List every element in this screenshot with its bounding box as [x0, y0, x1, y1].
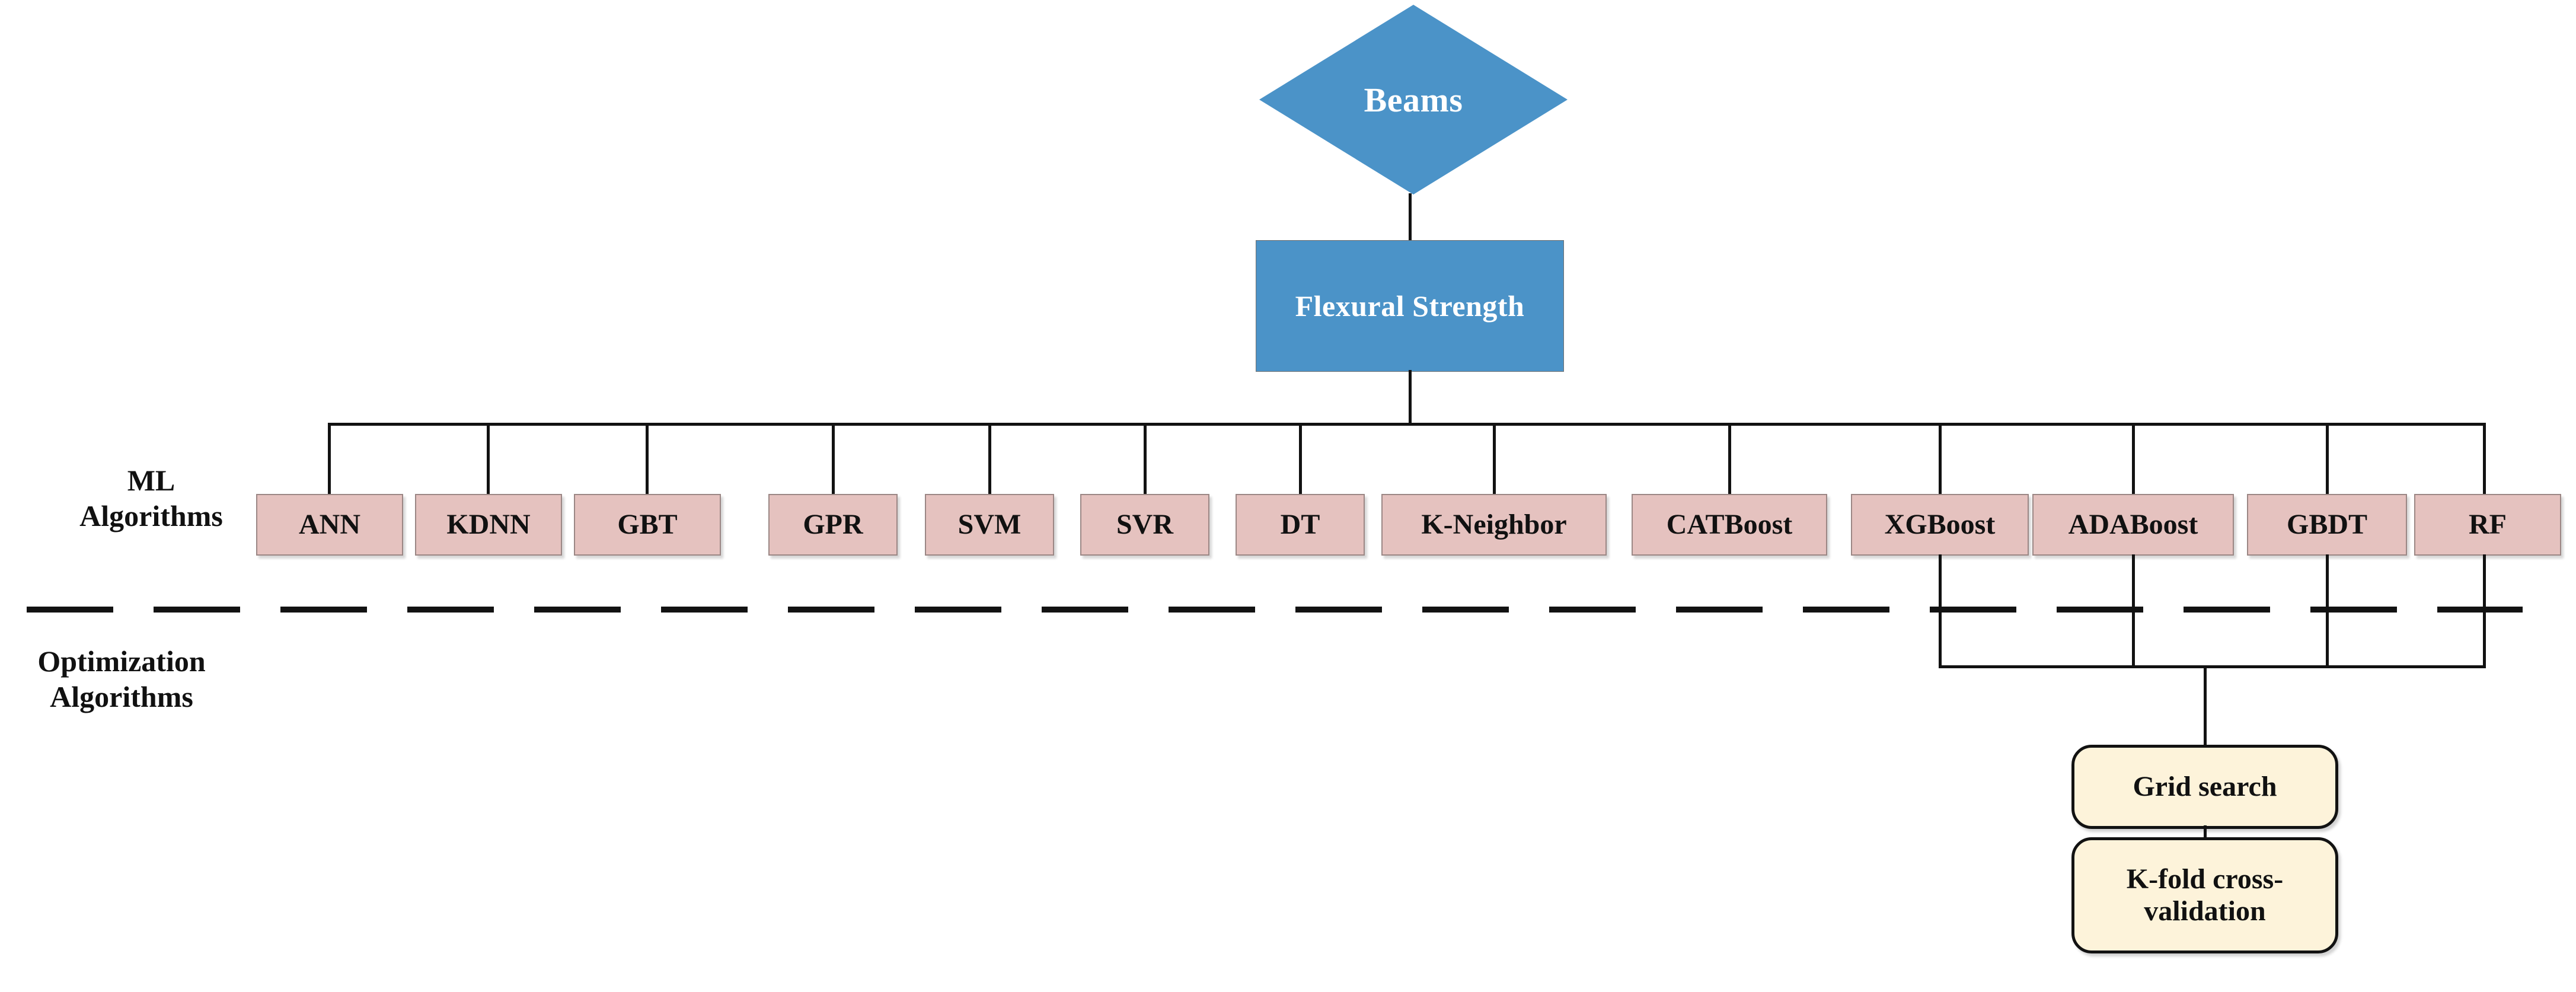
beams-label: Beams: [1364, 80, 1463, 119]
drop-line-svr: [1144, 423, 1147, 495]
drop-line-gbt: [646, 423, 649, 495]
ml-node-adaboost[interactable]: ADABoost: [2032, 494, 2234, 556]
ml-node-xgboost[interactable]: XGBoost: [1851, 494, 2029, 556]
ml-node-gbdt[interactable]: GBDT: [2247, 494, 2407, 556]
ml-node-gpr[interactable]: GPR: [768, 494, 898, 556]
ml-node-svr[interactable]: SVR: [1080, 494, 1209, 556]
opt-drop-line-xgboost: [1939, 554, 1942, 668]
drop-line-kdnn: [487, 423, 490, 495]
optimization-node-kfold-cross-validation[interactable]: K-fold cross- validation: [2071, 837, 2338, 953]
ml-algorithms-bus-line: [328, 423, 2483, 426]
connector-beams-to-flexural: [1409, 193, 1412, 243]
drop-line-xgboost: [1939, 423, 1942, 495]
ml-algorithms-row-label: ML Algorithms: [79, 464, 223, 532]
optimization-node-grid-search[interactable]: Grid search: [2071, 745, 2338, 829]
ml-node-catboost[interactable]: CATBoost: [1632, 494, 1827, 556]
optimization-algorithms-row-label: Optimization Algorithms: [37, 645, 206, 713]
optimization-bus-line: [1939, 665, 2486, 668]
connector-flexural-to-bus: [1409, 370, 1412, 426]
drop-line-k-neighbor: [1493, 423, 1496, 495]
drop-line-gbdt: [2326, 423, 2329, 495]
drop-line-rf: [2483, 423, 2486, 495]
flexural-strength-node: Flexural Strength: [1256, 240, 1564, 372]
ml-node-gbt[interactable]: GBT: [574, 494, 721, 556]
opt-drop-line-rf: [2483, 554, 2486, 668]
opt-drop-line-adaboost: [2132, 554, 2135, 668]
drop-line-adaboost: [2132, 423, 2135, 495]
opt-drop-line-gbdt: [2326, 554, 2329, 668]
ml-optimization-dashed-separator: [27, 607, 2523, 613]
ml-node-dt[interactable]: DT: [1236, 494, 1365, 556]
connector-bus-to-grid-search: [2204, 665, 2207, 747]
drop-line-gpr: [832, 423, 835, 495]
ml-node-svm[interactable]: SVM: [925, 494, 1054, 556]
ml-node-k-neighbor[interactable]: K-Neighbor: [1381, 494, 1607, 556]
ml-node-ann[interactable]: ANN: [256, 494, 403, 556]
beams-diamond-node: Beams: [1259, 5, 1568, 194]
ml-node-rf[interactable]: RF: [2414, 494, 2561, 556]
drop-line-ann: [328, 423, 331, 495]
drop-line-catboost: [1728, 423, 1731, 495]
connector-grid-search-to-kfold: [2204, 825, 2207, 841]
drop-line-svm: [988, 423, 991, 495]
ml-node-kdnn[interactable]: KDNN: [415, 494, 562, 556]
drop-line-dt: [1299, 423, 1302, 495]
